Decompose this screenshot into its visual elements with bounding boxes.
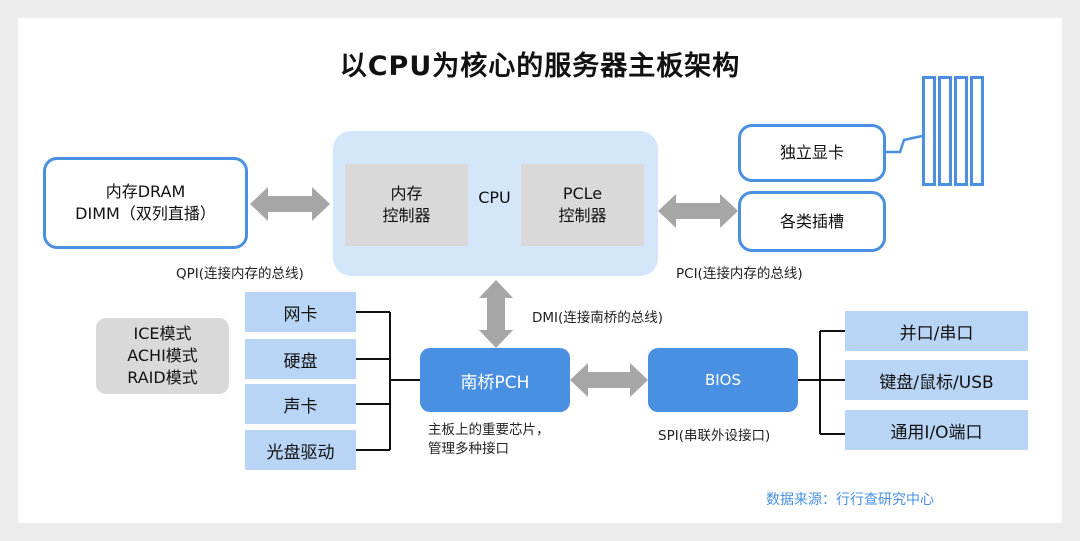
slots-box: 各类插槽 [738, 191, 886, 252]
diagram-title: 以CPU为核心的服务器主板架构 [339, 51, 741, 82]
left-device-bracket [356, 311, 420, 451]
dmi-label: DMI(连接南桥的总线) [532, 310, 664, 326]
gpu-card-bar [970, 76, 984, 186]
gpu-box: 独立显卡 [738, 124, 886, 182]
gpu-card-bar [954, 76, 968, 186]
device-sound-card: 声卡 [245, 384, 356, 424]
gpu-connector-line [886, 134, 923, 154]
right-device-bracket [798, 330, 845, 435]
mode-item: ICE模式 [133, 324, 192, 343]
pcie-controller-box: PCLe 控制器 [521, 164, 644, 246]
pch-note: 主板上的重要芯片， 管理多种接口 [428, 422, 550, 457]
device-general-io-port: 通用I/O端口 [845, 410, 1028, 450]
cpu-label: CPU [478, 187, 511, 207]
storage-modes-box: ICE模式 ACHI模式 RAID模式 [96, 318, 229, 394]
pci-label: PCI(连接内存的总线) [676, 266, 803, 282]
pch-bios-arrow [570, 363, 648, 397]
device-hard-disk: 硬盘 [245, 339, 356, 379]
gpu-card-bar [922, 76, 936, 186]
dmi-arrow [479, 280, 513, 348]
mode-item: ACHI模式 [127, 346, 198, 365]
bios-box: BIOS [648, 348, 798, 412]
gpu-card-bar [938, 76, 952, 186]
device-optical-drive: 光盘驱动 [245, 430, 356, 470]
device-parallel-serial-port: 并口/串口 [845, 311, 1028, 351]
data-source-note: 数据来源：行行查研究中心 [766, 492, 934, 508]
qpi-label: QPI(连接内存的总线) [176, 266, 304, 282]
spi-label: SPI(串联外设接口) [658, 428, 771, 444]
memory-dram-box: 内存DRAM DIMM（双列直播） [43, 157, 248, 249]
pch-box: 南桥PCH [420, 348, 570, 412]
memory-controller-box: 内存 控制器 [345, 164, 468, 246]
device-keyboard-mouse-usb: 键盘/鼠标/USB [845, 360, 1028, 400]
device-network-card: 网卡 [245, 292, 356, 332]
pci-arrow [658, 194, 738, 228]
mode-item: RAID模式 [127, 368, 198, 387]
qpi-arrow [250, 187, 330, 221]
